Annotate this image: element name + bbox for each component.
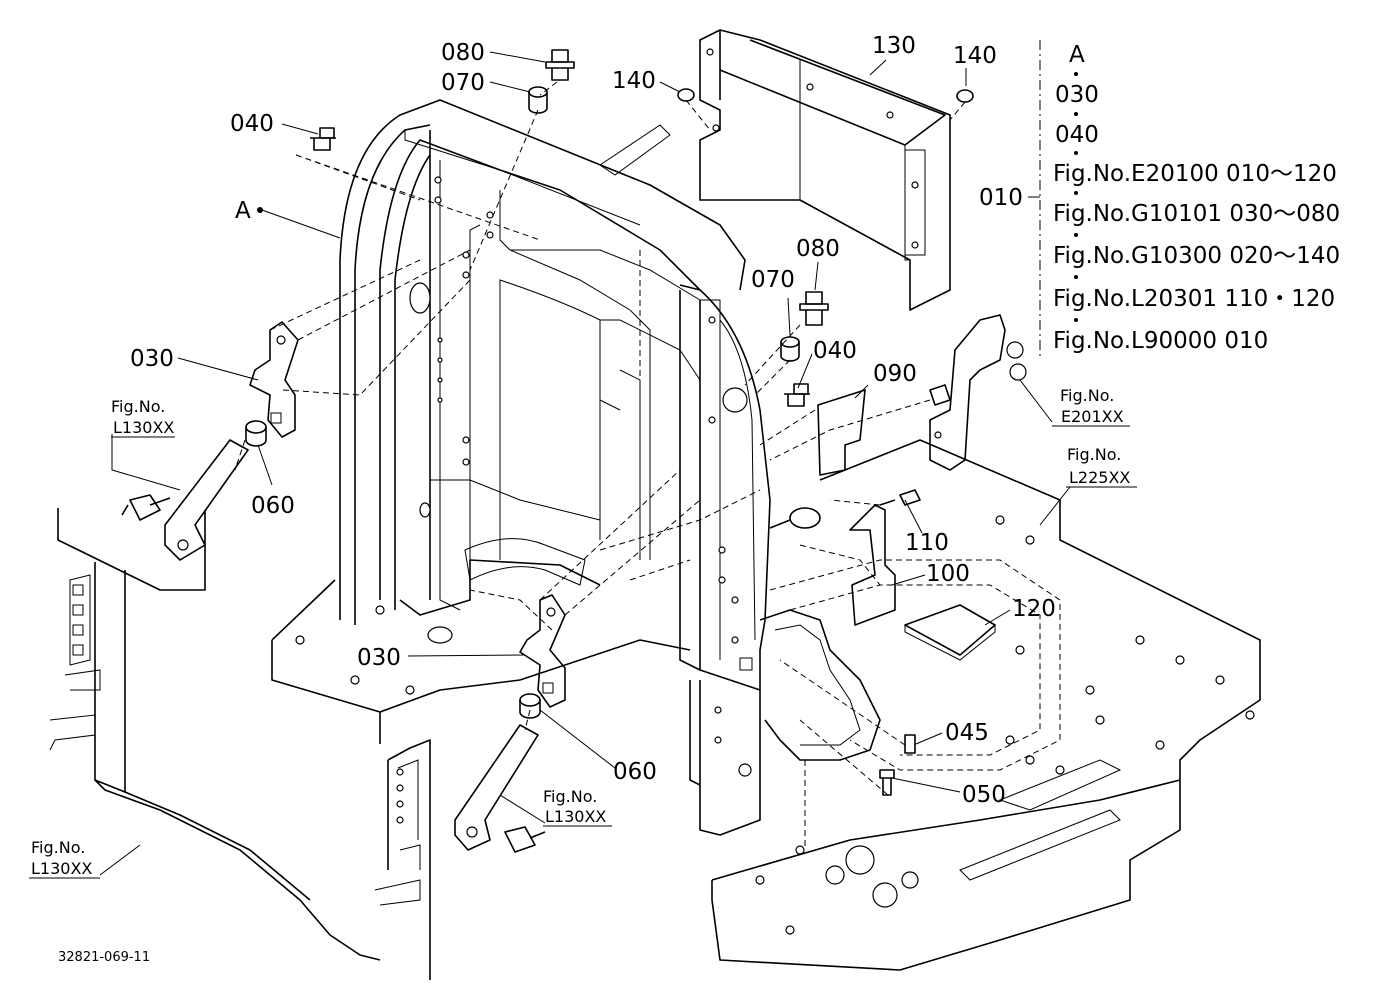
callout-080-top: 080 [441, 40, 485, 66]
knob-round [769, 507, 821, 529]
side-links [164, 439, 539, 851]
bolt-040-mid [784, 383, 810, 407]
washer-140-right [956, 89, 974, 103]
legend-ref-5: Fig.No.L90000 010 [1053, 328, 1268, 354]
base-frame [271, 439, 1261, 971]
fig-ref-2-top: Fig.No. [1060, 386, 1114, 405]
fasteners [121, 49, 974, 853]
callout-030-lower: 030 [357, 645, 401, 671]
washer-140-left [677, 88, 695, 102]
pin-045 [904, 734, 916, 754]
callout-045: 045 [945, 720, 989, 746]
fig-ref-4-code: L130XX [545, 807, 606, 826]
legend-item-030: 030 [1055, 82, 1099, 108]
callout-040-mid: 040 [813, 338, 857, 364]
bolt-040-top [310, 127, 336, 151]
bolt-110 [879, 489, 921, 506]
bolt-e201 [929, 384, 951, 406]
drawing-number: 32821-069-11 [58, 950, 150, 965]
legend-item-040: 040 [1055, 122, 1099, 148]
callout-110: 110 [905, 530, 949, 556]
fig-ref-3-code: L225XX [1069, 468, 1130, 487]
callout-130: 130 [872, 33, 916, 59]
seat-support-frame [339, 99, 746, 644]
callout-010: 010 [979, 185, 1023, 211]
legend-header: A [1069, 42, 1085, 68]
fig-ref-4-top: Fig.No. [543, 787, 597, 806]
callout-070-mid: 070 [751, 267, 795, 293]
bolt-left-link [121, 494, 171, 521]
top-cover-plate [599, 29, 951, 311]
bracket-030-lower [519, 594, 566, 708]
legend-ref-1: Fig.No.E20100 010～120 [1053, 161, 1337, 187]
callout-040-top: 040 [230, 111, 274, 137]
callout-120: 120 [1012, 596, 1056, 622]
callout-080-mid: 080 [796, 236, 840, 262]
callout-090: 090 [873, 361, 917, 387]
legend-ref-2: Fig.No.G10101 030～080 [1053, 201, 1340, 227]
assembly-legend: A 030 040 Fig.No.E20100 010～120 Fig.No.G… [1053, 42, 1340, 354]
fig-ref-3-top: Fig.No. [1067, 445, 1121, 464]
callout-070-top: 070 [441, 70, 485, 96]
legend-ref-3: Fig.No.G10300 020～140 [1053, 243, 1340, 269]
callout-A: A [235, 198, 251, 224]
hidden-lines [234, 40, 1041, 850]
callout-060-upper: 060 [251, 493, 295, 519]
left-side-frame [49, 508, 431, 980]
fig-ref-5-top: Fig.No. [31, 838, 85, 857]
callout-100: 100 [926, 561, 970, 587]
plate-100 [849, 504, 896, 626]
callout-060-lower: 060 [613, 759, 657, 785]
fig-ref-1-top: Fig.No. [111, 397, 165, 416]
leader-lines [99, 51, 1071, 876]
plate-120 [904, 604, 996, 661]
plate-090 [817, 389, 866, 476]
callout-050: 050 [962, 782, 1006, 808]
fig-ref-5-code: L130XX [31, 859, 92, 878]
fig-ref-1-code: L130XX [113, 418, 174, 437]
collar-060-lower [519, 693, 541, 719]
bolt-lower-link [504, 826, 546, 853]
collar-070-top [528, 86, 548, 114]
right-upright-panel [679, 284, 881, 836]
right-bracket-e201 [929, 314, 1027, 471]
figure-references: Fig.No. L130XX Fig.No. E201XX Fig.No. L2… [29, 386, 1137, 879]
callout-140-right: 140 [953, 43, 997, 69]
bolt-080-top [545, 49, 575, 81]
callout-140-left: 140 [612, 68, 656, 94]
legend-ref-4: Fig.No.L20301 110・120 [1053, 286, 1335, 312]
part-callouts: 080 070 140 130 140 040 A 080 070 040 09… [130, 33, 1056, 808]
callout-030-upper: 030 [130, 346, 174, 372]
collar-060-upper [245, 420, 267, 447]
collar-070-mid [780, 336, 800, 362]
fig-ref-2-code: E201XX [1061, 407, 1124, 426]
bolt-050 [879, 769, 895, 796]
bolt-080-mid [799, 291, 829, 326]
